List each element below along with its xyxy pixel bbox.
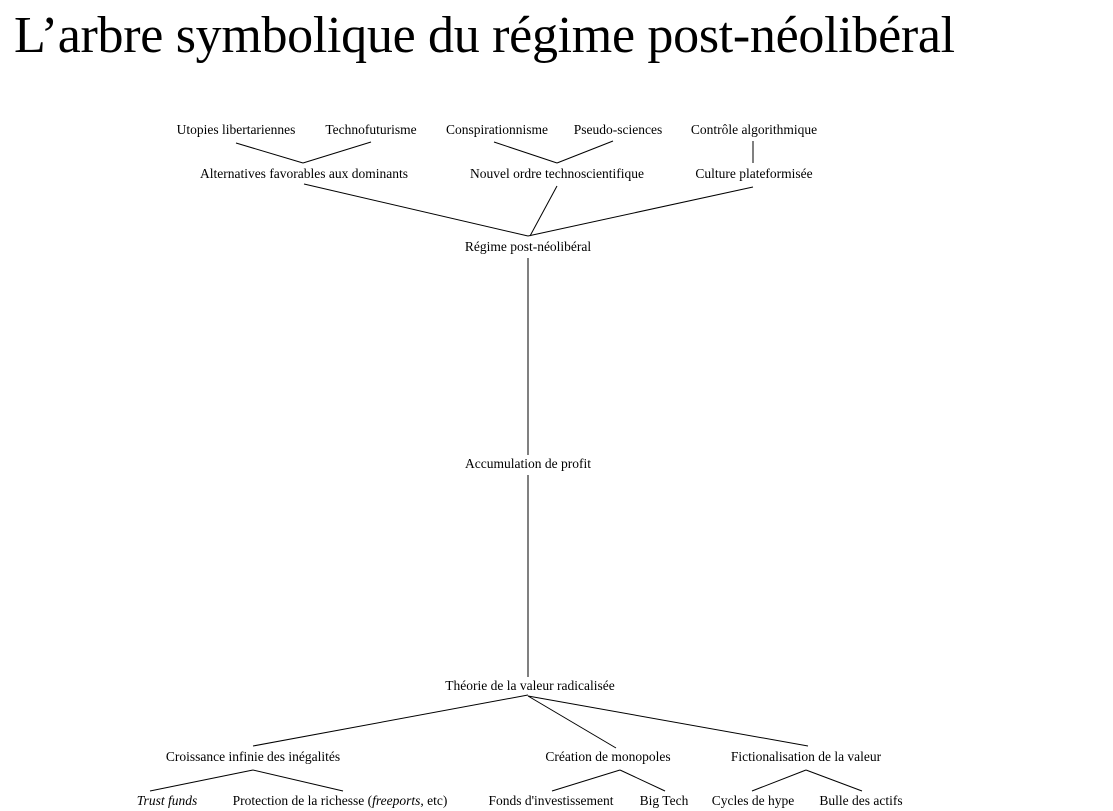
diagram-title: L’arbre symbolique du régime post-néolib…	[14, 7, 955, 64]
edge	[303, 183, 529, 237]
node-protection: Protection de la richesse (freeports, et…	[233, 793, 448, 809]
node-controle-algorithmique: Contrôle algorithmique	[690, 122, 818, 137]
edge	[527, 695, 617, 749]
node-pseudo-sciences: Pseudo-sciences	[573, 122, 663, 137]
edge	[619, 769, 666, 792]
edge	[302, 141, 372, 164]
edge	[252, 694, 529, 747]
freeports-text: freeports	[372, 793, 421, 808]
node-technofuturisme: Technofuturisme	[325, 122, 417, 137]
node-fictionalisation: Fictionalisation de la valeur	[730, 749, 882, 764]
node-big-tech: Big Tech	[639, 793, 689, 808]
node-alternatives: Alternatives favorables aux dominants	[199, 166, 409, 181]
node-conspirationnisme: Conspirationnisme	[446, 122, 548, 137]
node-nouvel-ordre: Nouvel ordre technoscientifique	[470, 166, 644, 181]
node-cycles-hype: Cycles de hype	[711, 793, 795, 808]
node-creation-monopoles: Création de monopoles	[545, 749, 671, 764]
edge	[751, 769, 807, 792]
edge	[527, 695, 809, 747]
node-theorie: Théorie de la valeur radicalisée	[445, 678, 615, 693]
edge	[493, 141, 558, 164]
node-regime: Régime post-néolibéral	[464, 239, 592, 254]
edge	[149, 769, 254, 792]
edge	[805, 769, 863, 792]
node-fonds: Fonds d'investissement	[488, 793, 614, 808]
node-accumulation: Accumulation de profit	[465, 456, 591, 471]
node-trust-funds: Trust funds	[137, 793, 197, 809]
edge	[527, 186, 754, 237]
edge	[556, 140, 614, 164]
node-culture-plateformisee: Culture plateformisée	[695, 166, 813, 181]
node-utopies-libertariennes: Utopies libertariennes	[176, 122, 296, 137]
protection-text: Protection de la richesse (	[232, 793, 373, 808]
node-bulle-actifs: Bulle des actifs	[819, 793, 903, 808]
edge	[235, 142, 304, 164]
trust-funds-text: Trust funds	[136, 793, 198, 808]
node-croissance: Croissance infinie des inégalités	[165, 749, 341, 764]
edge	[252, 769, 344, 792]
protection-etc: , etc)	[420, 793, 448, 808]
edge	[529, 185, 558, 237]
edge	[551, 769, 621, 792]
